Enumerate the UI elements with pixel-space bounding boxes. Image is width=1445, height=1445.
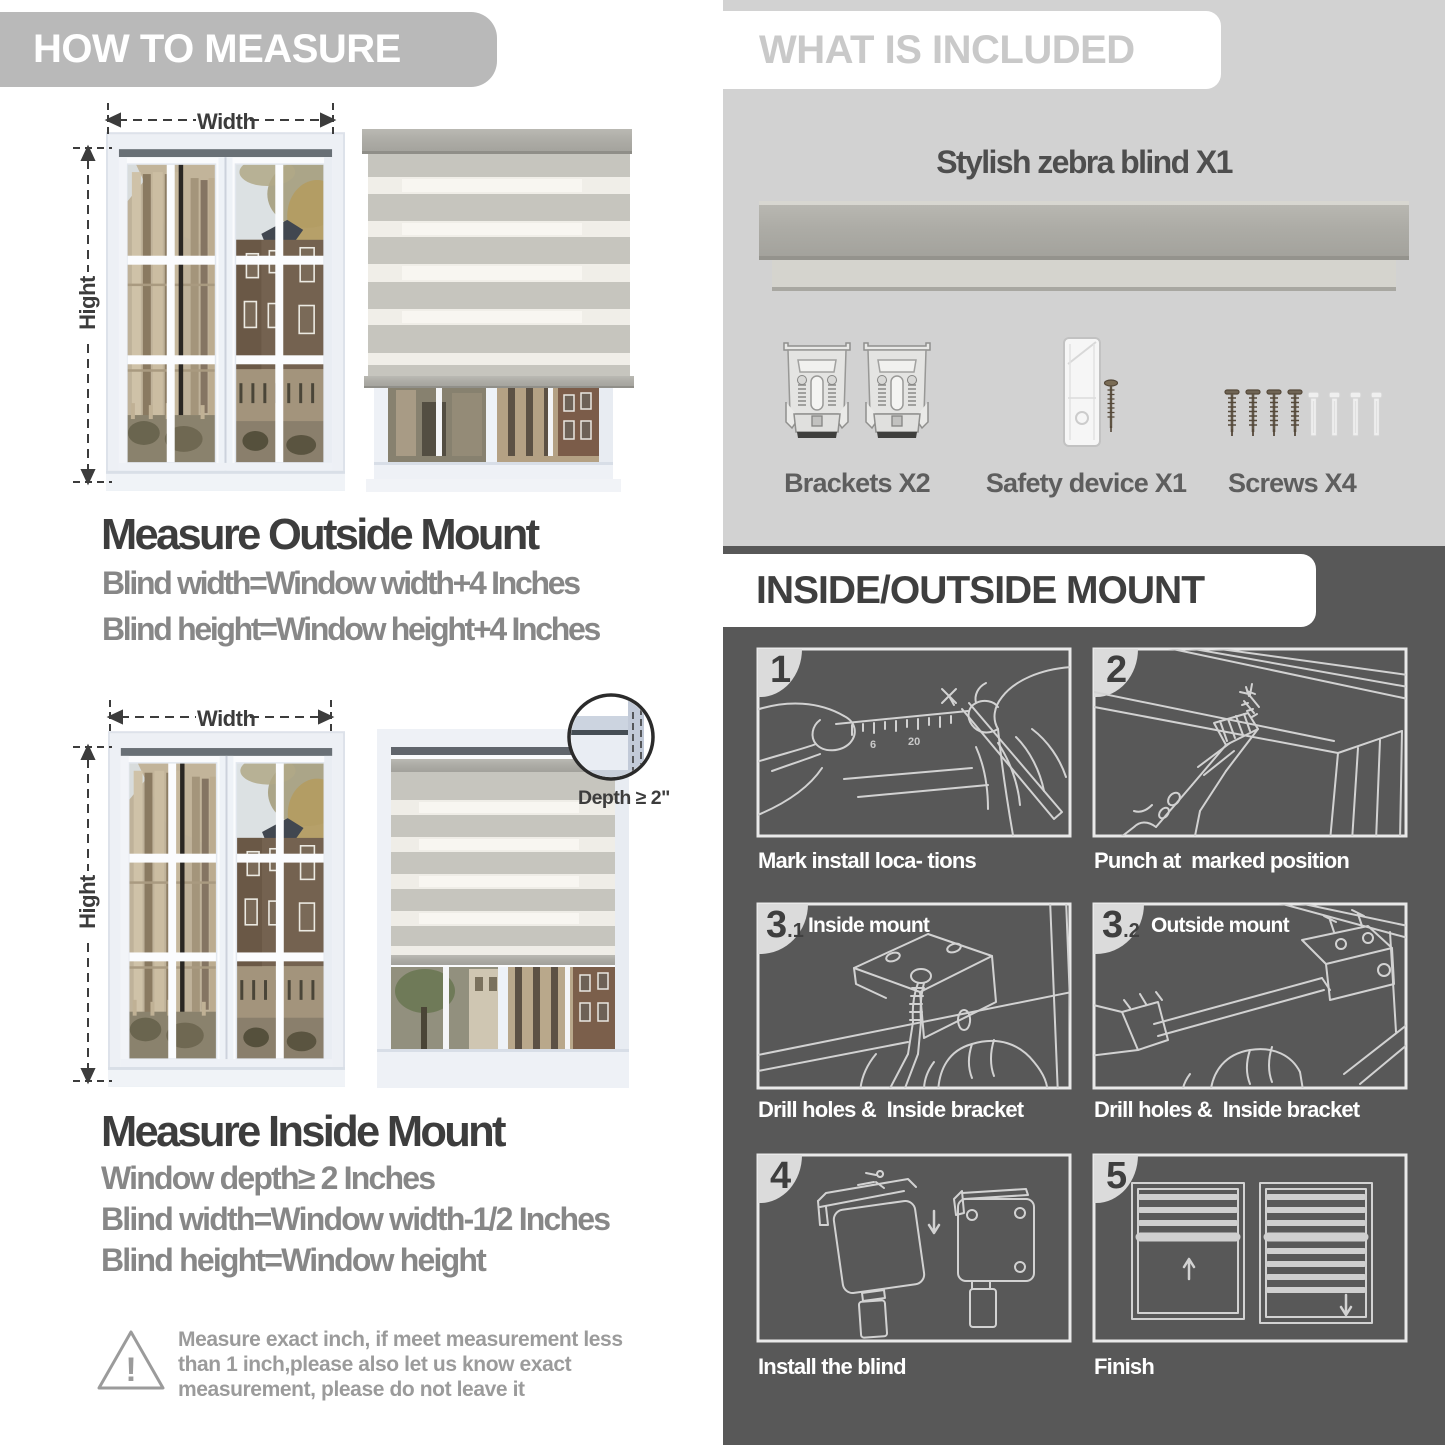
svg-text:20: 20 bbox=[908, 736, 920, 748]
svg-text:!: ! bbox=[125, 1351, 136, 1389]
svg-text:6: 6 bbox=[870, 739, 876, 751]
